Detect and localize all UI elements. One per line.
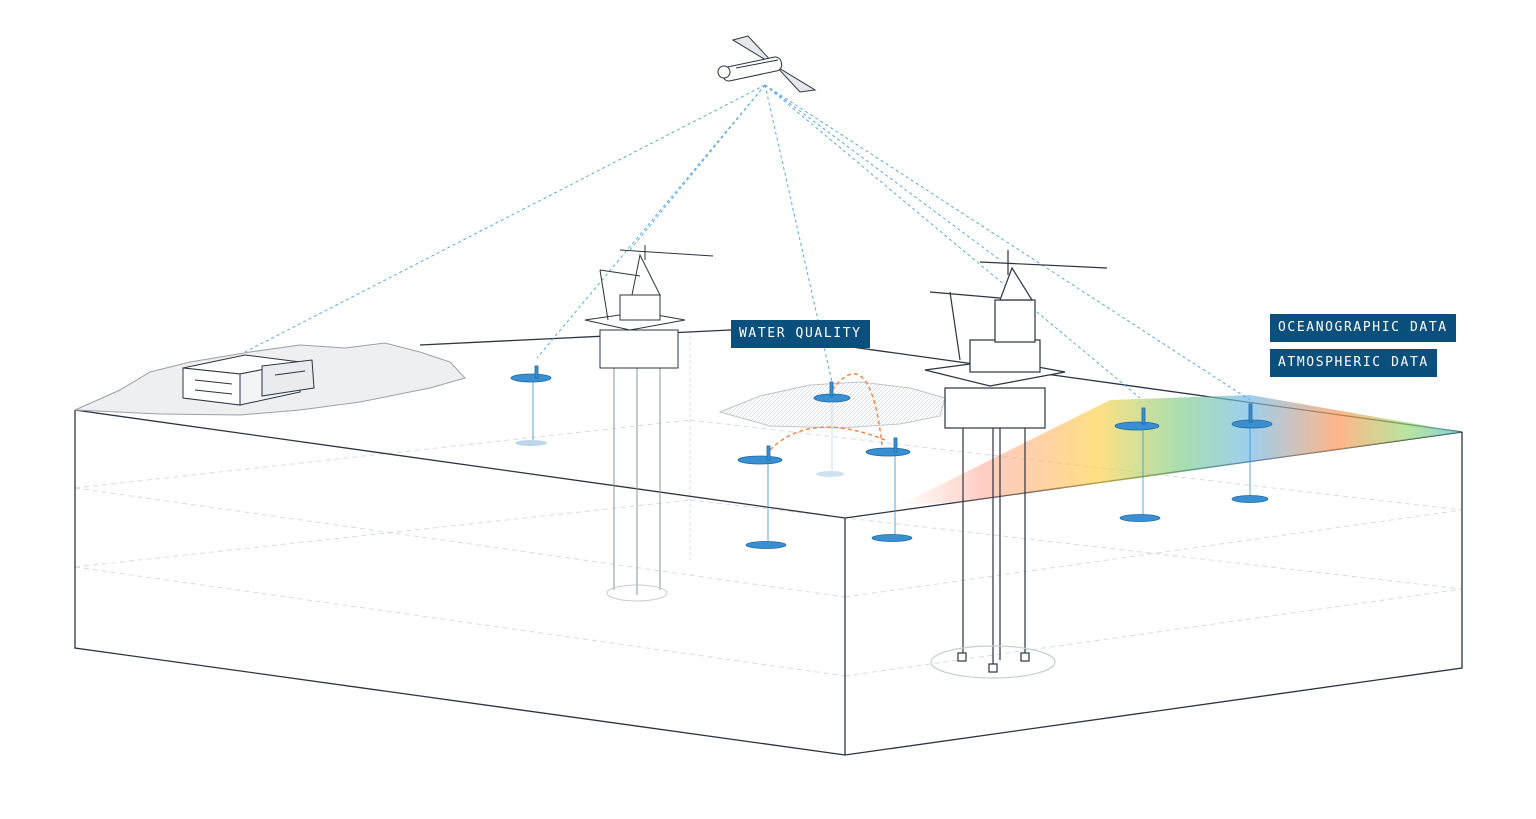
glider-3	[737, 445, 787, 549]
glider-5	[1114, 407, 1161, 522]
label-atmospheric-data: ATMOSPHERIC DATA	[1270, 349, 1437, 377]
surface-heatmap	[900, 395, 1462, 505]
label-water-quality: WATER QUALITY	[731, 320, 870, 348]
satellite-links	[244, 84, 1251, 401]
offshore-platform-icon	[584, 245, 714, 602]
satellite-icon	[717, 35, 817, 93]
ocean-left-face	[75, 410, 845, 755]
glider-2	[813, 381, 851, 477]
glider-6	[1231, 403, 1273, 503]
acoustic-links	[769, 373, 886, 451]
underwater-glider-icon	[510, 365, 1273, 549]
glider-4	[865, 437, 913, 542]
glider-1	[510, 365, 552, 446]
label-oceanographic-data: OCEANOGRAPHIC DATA	[1270, 314, 1456, 342]
offshore-platform-icon-2	[924, 250, 1108, 679]
onshore-building-icon	[182, 354, 315, 406]
ocean-volume	[74, 329, 1463, 756]
ocean-right-face	[845, 432, 1462, 755]
